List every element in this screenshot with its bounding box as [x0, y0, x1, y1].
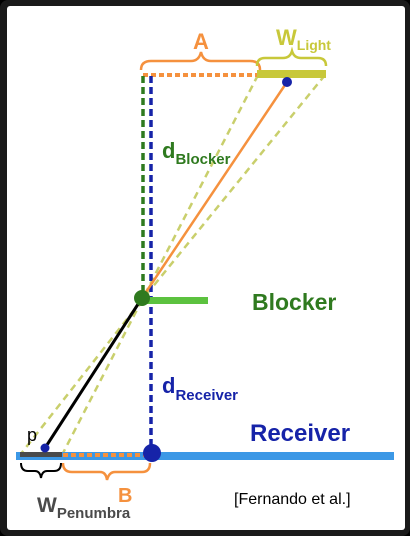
brace-w-light [255, 46, 328, 67]
brace-b [61, 462, 152, 481]
orange-ray [140, 81, 289, 299]
brace-a [139, 51, 262, 71]
light-sample-point [282, 77, 292, 87]
label-p: p [27, 425, 37, 445]
label-d-receiver-sub: Receiver [175, 387, 238, 404]
diagram-panel [7, 6, 405, 530]
citation: [Fernando et al.] [234, 491, 351, 508]
light-ray-left-to-blocker [140, 74, 260, 301]
penumbra-ray-outer [19, 299, 143, 456]
receiver-point [143, 444, 161, 462]
label-w-penumbra: WPenumbra [37, 494, 131, 522]
label-blocker: Blocker [252, 289, 336, 315]
brace-w-penumbra [20, 462, 62, 479]
penumbra-segment [20, 452, 62, 457]
receiver-plane [16, 452, 394, 460]
label-w-light: WLight [276, 25, 331, 53]
black-ray [43, 297, 144, 449]
label-d-blocker-sub: Blocker [175, 151, 230, 168]
label-a: A [193, 29, 209, 54]
label-w-penumbra-sub: Penumbra [57, 505, 131, 522]
label-receiver: Receiver [250, 420, 350, 447]
light-source-bar [257, 70, 326, 78]
light-ray-right-to-blocker [141, 74, 326, 301]
shading-point-p [40, 443, 50, 453]
blocker-bar [143, 297, 208, 304]
label-d-blocker: dBlocker [162, 138, 231, 168]
blocker-point [134, 290, 150, 306]
label-b: B [118, 485, 132, 507]
label-w-light-sub: Light [297, 37, 332, 53]
label-d-receiver: dReceiver [162, 373, 238, 404]
penumbra-ray-inner [60, 299, 144, 456]
